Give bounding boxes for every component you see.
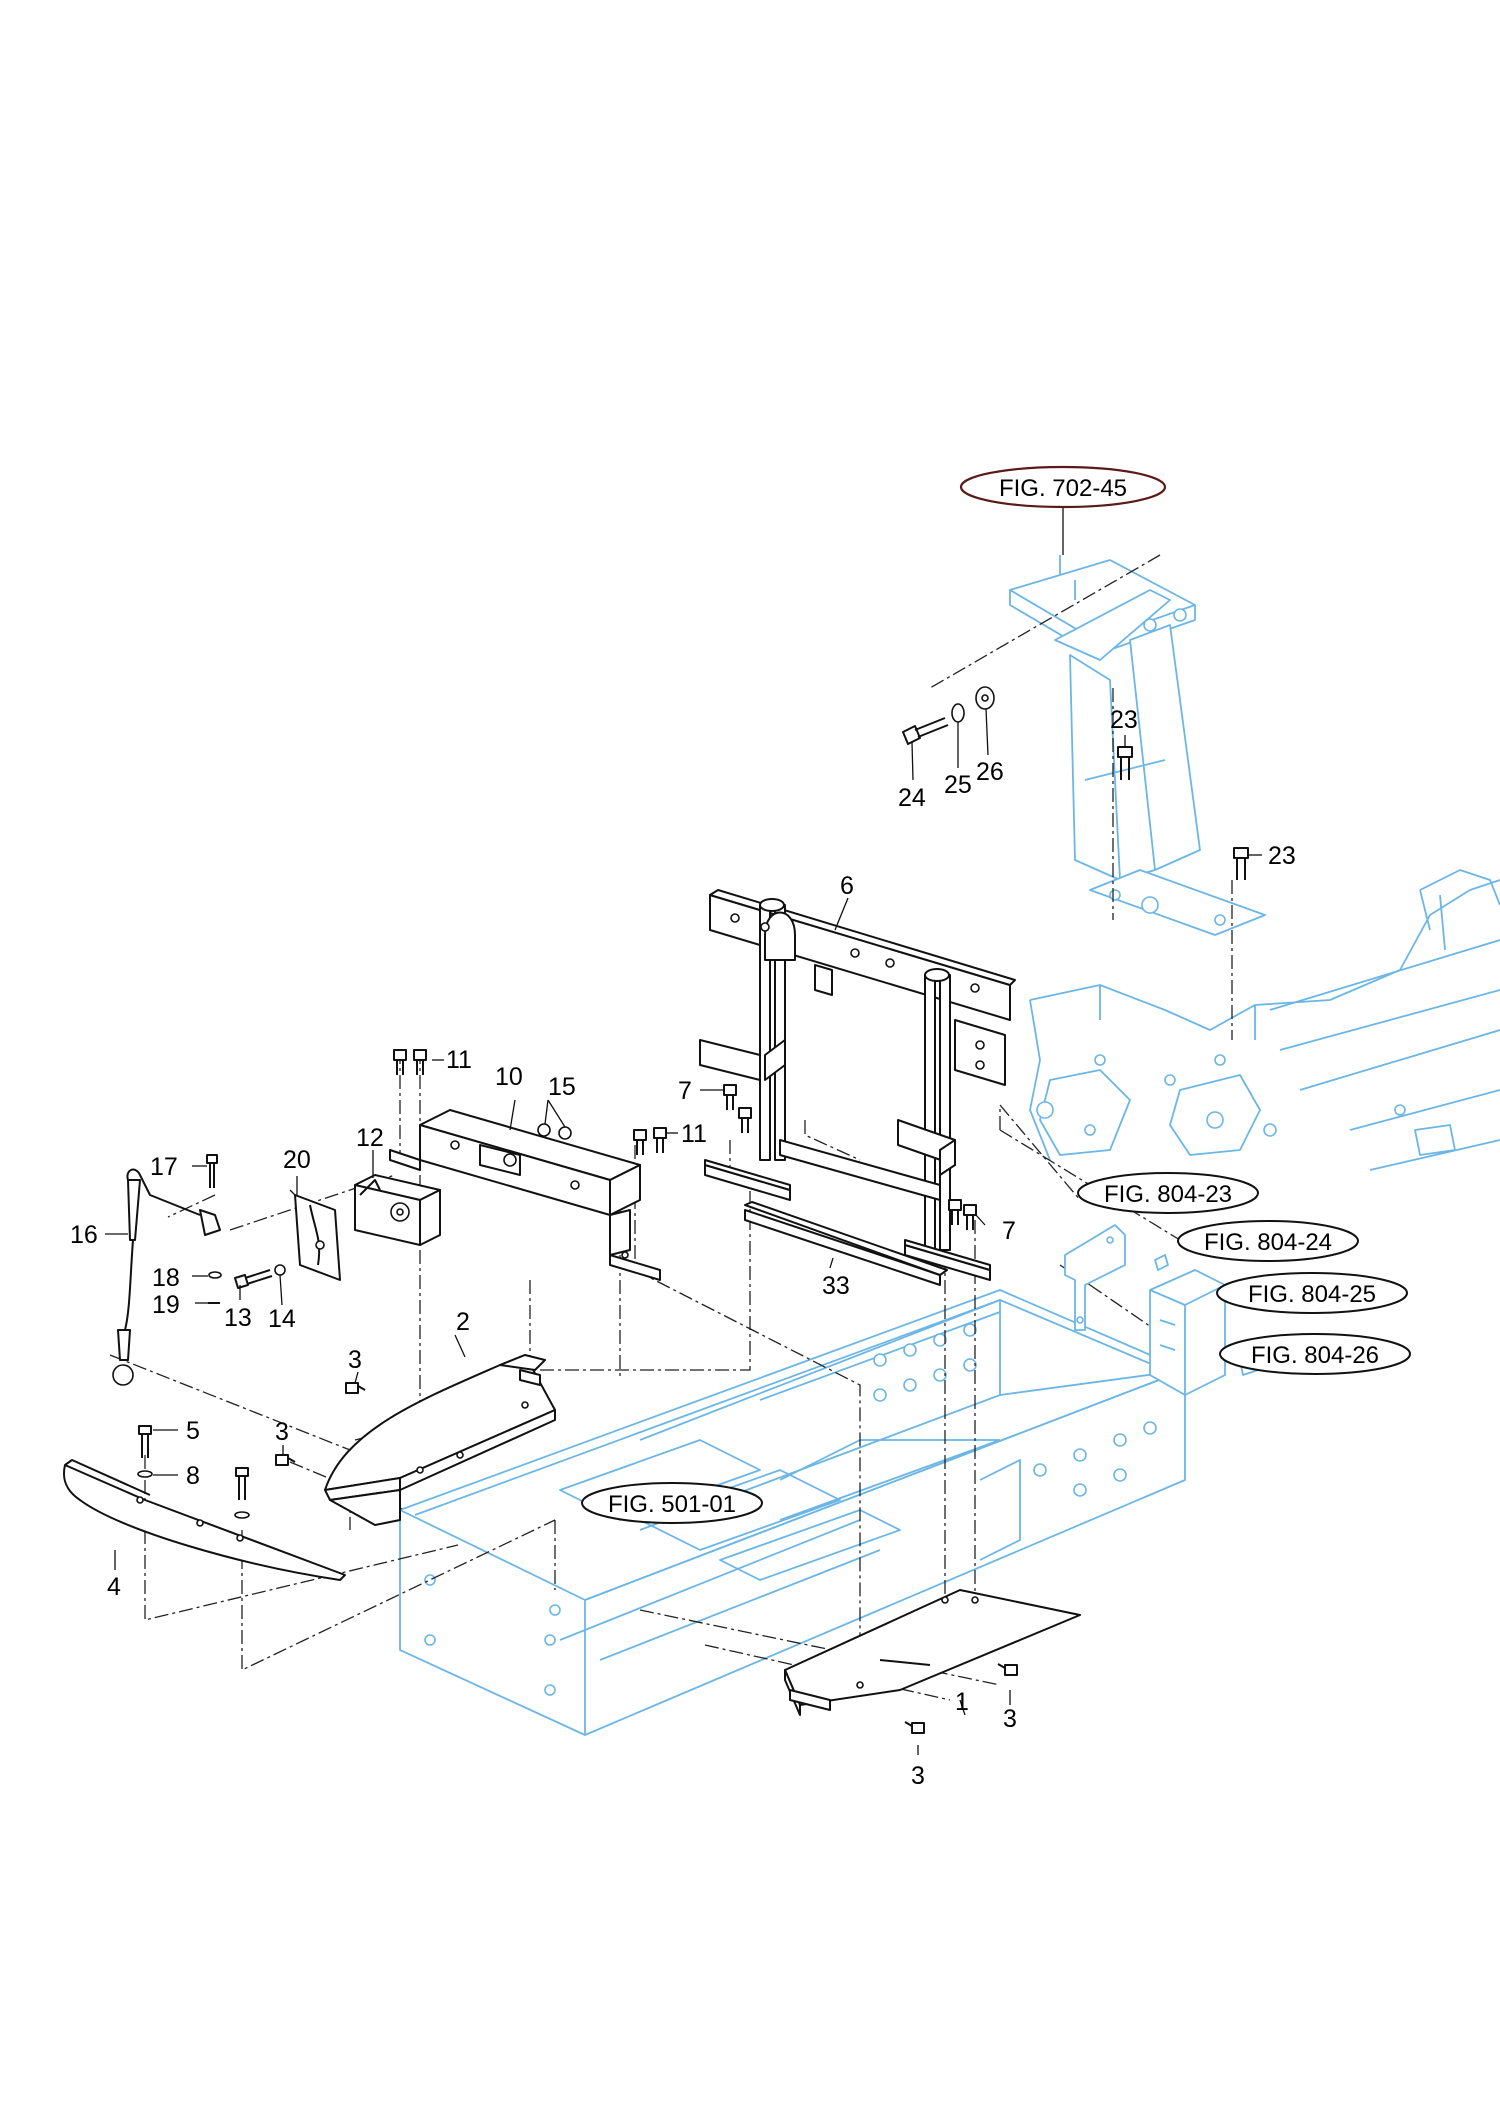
- part-12-switch: [354, 1174, 441, 1246]
- figref-804-25: FIG. 804-25: [1216, 1272, 1408, 1314]
- bolt-3b-icon: [275, 1454, 296, 1466]
- nut-15a-icon: [537, 1123, 551, 1137]
- bolt-3d-icon: [904, 1721, 925, 1734]
- bolt-23a-icon: [1117, 746, 1133, 780]
- bolt-7b-icon: [738, 1107, 752, 1133]
- bolt-17-icon: [206, 1154, 218, 1188]
- callout-8: 8: [186, 1462, 200, 1490]
- part-16-cable: [112, 1168, 221, 1386]
- figref-501-01-label: FIG. 501-01: [608, 1491, 736, 1518]
- leader-lines: [105, 507, 1262, 1755]
- bolt-3a-icon: [345, 1382, 366, 1394]
- bolt-11b-icon: [413, 1049, 427, 1075]
- callout-3a: 3: [348, 1346, 362, 1374]
- part-1-plate: [784, 1589, 1081, 1716]
- callout-20: 20: [283, 1146, 311, 1174]
- washer-18-icon: [208, 1271, 222, 1279]
- callout-3c: 3: [1003, 1705, 1017, 1733]
- figure-references: FIG. 702-45 FIG. 804-23 FIG. 804-24 FIG.…: [581, 465, 1411, 1524]
- callout-24: 24: [898, 784, 926, 812]
- callout-3b: 3: [275, 1418, 289, 1446]
- washer-8-icon: [137, 1470, 153, 1478]
- callout-2: 2: [456, 1308, 470, 1336]
- bolt-3c-icon: [997, 1663, 1018, 1676]
- bolt-11d-icon: [653, 1127, 667, 1153]
- washer-25-icon: [951, 703, 965, 723]
- part-2-guard: [324, 1354, 556, 1526]
- callout-4: 4: [107, 1573, 121, 1601]
- bolt-5-icon: [138, 1425, 152, 1458]
- part-6-stay-frame: [699, 889, 1016, 1281]
- callout-23b: 23: [1268, 842, 1296, 870]
- transmission-housing-reference: [1029, 869, 1500, 1171]
- callout-1: 1: [955, 1688, 969, 1716]
- callout-14: 14: [268, 1305, 296, 1333]
- callout-33: 33: [822, 1272, 850, 1300]
- callout-18: 18: [152, 1264, 180, 1292]
- callout-13: 13: [224, 1304, 252, 1332]
- callout-19: 19: [152, 1291, 180, 1319]
- bolt-7c-icon: [948, 1199, 962, 1225]
- figref-804-24-label: FIG. 804-24: [1204, 1229, 1332, 1256]
- bolt-13-icon: [234, 1269, 273, 1289]
- callout-7a: 7: [678, 1077, 692, 1105]
- part-20-plate: [289, 1189, 341, 1281]
- nut-14-icon: [274, 1264, 286, 1276]
- part-10-bracket: [389, 1109, 661, 1281]
- callout-7b: 7: [1002, 1217, 1016, 1245]
- callout-10: 10: [495, 1063, 523, 1091]
- callout-11a: 11: [446, 1046, 472, 1074]
- callout-23a: 23: [1110, 706, 1138, 734]
- bolt-5b-icon: [235, 1467, 249, 1500]
- bolt-7a-icon: [723, 1084, 737, 1110]
- callout-26: 26: [976, 758, 1004, 786]
- bolt-11a-icon: [393, 1049, 407, 1075]
- callout-16: 16: [70, 1221, 98, 1249]
- figref-804-23-label: FIG. 804-23: [1104, 1181, 1232, 1208]
- part-4-plate: [62, 1459, 346, 1581]
- figref-702-45-label: FIG. 702-45: [999, 475, 1127, 502]
- fasteners: [137, 686, 1249, 1734]
- callout-labels: 1 2 3 3 3 3 4 5 6 7 7 8 10 11 11 12 13 1…: [70, 706, 1296, 1790]
- figref-804-26-label: FIG. 804-26: [1251, 1342, 1379, 1369]
- callout-6: 6: [840, 872, 854, 900]
- rops-post-reference: [1009, 555, 1266, 936]
- bolt-24-icon: [902, 717, 949, 745]
- callout-17: 17: [150, 1153, 178, 1181]
- figref-804-25-label: FIG. 804-25: [1248, 1281, 1376, 1308]
- figref-804-23: FIG. 804-23: [1077, 1172, 1259, 1214]
- bolt-11c-icon: [633, 1129, 647, 1155]
- callout-25: 25: [944, 771, 972, 799]
- callout-11b: 11: [681, 1120, 707, 1148]
- figref-804-26: FIG. 804-26: [1219, 1333, 1411, 1375]
- bolt-7d-icon: [963, 1204, 977, 1230]
- callout-3d: 3: [911, 1762, 925, 1790]
- figref-501-01: FIG. 501-01: [581, 1482, 763, 1524]
- figref-702-45: FIG. 702-45: [959, 465, 1167, 509]
- nut-15b-icon: [558, 1126, 572, 1140]
- figref-804-24: FIG. 804-24: [1177, 1220, 1359, 1262]
- callout-15: 15: [548, 1073, 576, 1101]
- bolt-23b-icon: [1233, 847, 1249, 880]
- part-33-bar: [744, 1201, 948, 1286]
- assembly-lines: [109, 554, 1233, 1701]
- callout-12: 12: [356, 1124, 384, 1152]
- washer-8b-icon: [234, 1511, 250, 1519]
- callout-5: 5: [186, 1417, 200, 1445]
- lamp-bracket-reference: [1064, 1224, 1259, 1396]
